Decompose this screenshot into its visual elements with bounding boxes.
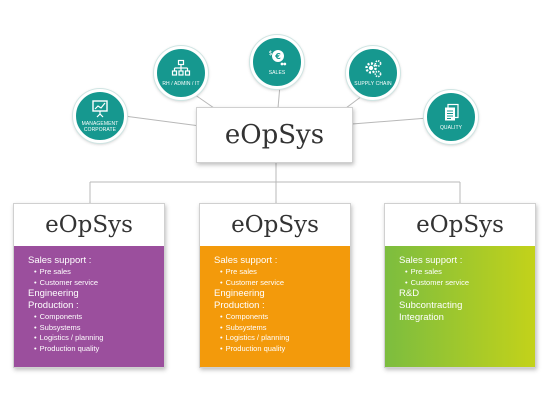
card-heading: Engineering [214, 288, 265, 299]
org-chart-icon [171, 59, 191, 76]
card-heading: Production : [28, 300, 79, 311]
card-subitem: Pre sales [214, 267, 350, 278]
card-subitem: Components [28, 312, 164, 323]
dept-label: SUPPLY CHAIN [354, 81, 392, 87]
currency-icon: € $ [269, 50, 287, 66]
card-brand: eOpSys [416, 212, 504, 238]
card-subitem: Pre sales [399, 267, 535, 278]
brand-name: eOpSys [224, 120, 325, 150]
dept-label: SALES [268, 70, 286, 76]
dept-label: RH / ADMIN / IT [162, 81, 200, 87]
dept-supply-chain: SUPPLY CHAIN [346, 46, 400, 100]
card-body: Sales support :Pre salesCustomer service… [385, 246, 535, 367]
dept-sales: € $ SALES [250, 35, 304, 89]
svg-text:€: € [274, 52, 281, 61]
card-subitem: Logistics / planning [214, 333, 350, 344]
card-heading: Production : [214, 300, 265, 311]
card-subitem: Subsystems [214, 323, 350, 334]
card-heading: Integration [399, 312, 444, 323]
card-purple: eOpSys Sales support :Pre salesCustomer … [13, 203, 165, 368]
card-subitem: Customer service [28, 278, 164, 289]
dept-quality: QUALITY [424, 90, 478, 144]
dept-label: MANAGEMENT CORPORATE [81, 121, 119, 133]
dept-label: QUALITY [439, 125, 463, 131]
card-header: eOpSys [200, 204, 350, 246]
card-subitem: Production quality [214, 344, 350, 355]
central-brand-box: eOpSys [196, 107, 353, 163]
card-subitem: Subsystems [28, 323, 164, 334]
card-orange: eOpSys Sales support :Pre salesCustomer … [199, 203, 351, 368]
card-subitem: Customer service [399, 278, 535, 289]
documents-icon [445, 103, 459, 121]
card-green: eOpSys Sales support :Pre salesCustomer … [384, 203, 536, 368]
card-subitem: Pre sales [28, 267, 164, 278]
card-brand: eOpSys [231, 212, 319, 238]
svg-text:$: $ [269, 50, 273, 57]
card-heading: Sales support : [399, 255, 463, 266]
dept-management-corporate: MANAGEMENT CORPORATE [73, 89, 127, 143]
card-body: Sales support :Pre salesCustomer service… [14, 246, 164, 367]
card-heading: Engineering [28, 288, 79, 299]
card-header: eOpSys [385, 204, 535, 246]
card-header: eOpSys [14, 204, 164, 246]
presentation-chart-icon [92, 100, 108, 118]
dept-rh-admin-it: RH / ADMIN / IT [154, 46, 208, 100]
card-subitem: Logistics / planning [28, 333, 164, 344]
card-body: Sales support :Pre salesCustomer service… [200, 246, 350, 367]
card-subitem: Production quality [28, 344, 164, 355]
card-heading: Sales support : [214, 255, 278, 266]
card-subitem: Components [214, 312, 350, 323]
card-heading: Sales support : [28, 255, 92, 266]
gears-icon [365, 60, 382, 78]
card-heading: R&D [399, 288, 420, 299]
card-subitem: Customer service [214, 278, 350, 289]
card-brand: eOpSys [45, 212, 133, 238]
card-heading: Subcontracting [399, 300, 463, 311]
